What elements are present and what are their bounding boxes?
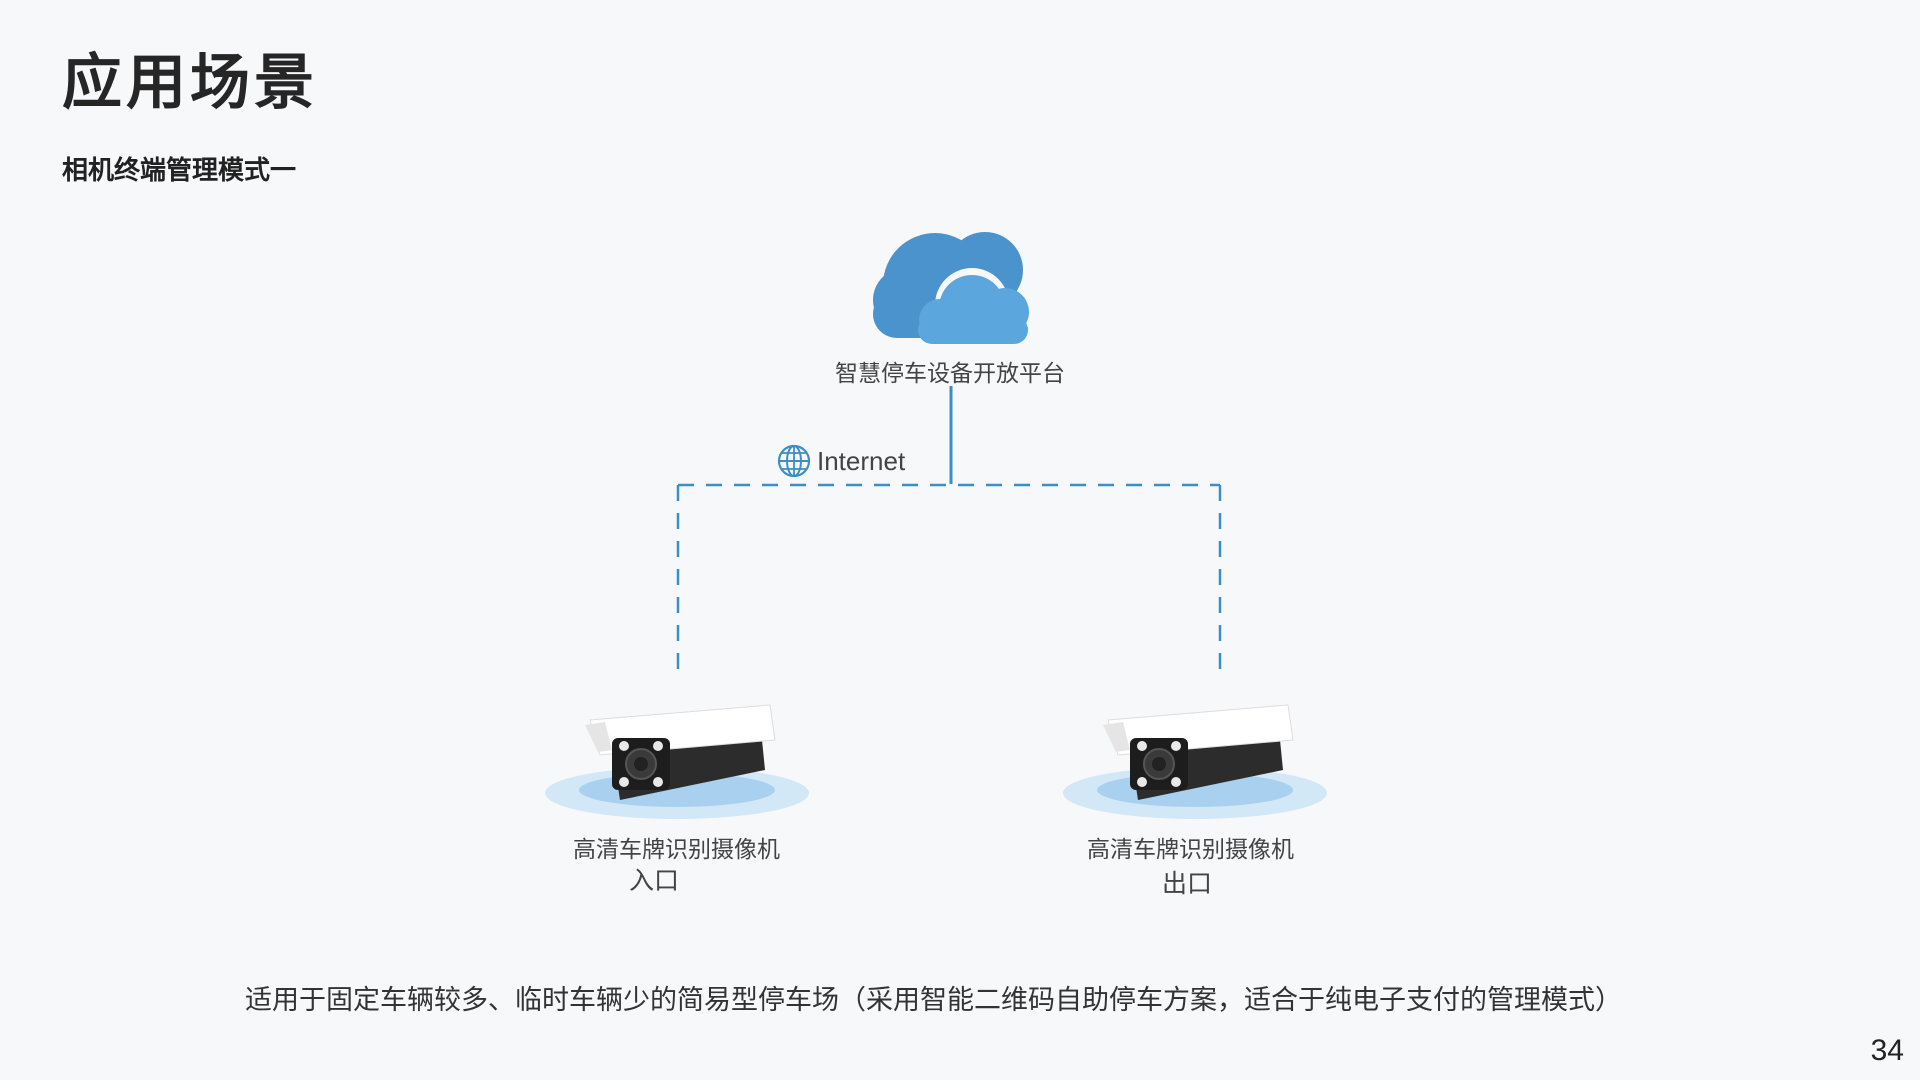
internet-indicator: Internet bbox=[777, 444, 905, 478]
page-number: 34 bbox=[1870, 1034, 1904, 1067]
globe-icon bbox=[777, 444, 811, 478]
cloud-icon bbox=[873, 232, 1029, 344]
camera-position-label: 出口 bbox=[1162, 869, 1213, 898]
internet-label: Internet bbox=[817, 445, 906, 476]
camera-icon bbox=[545, 704, 809, 819]
page-title: 应用场景 bbox=[62, 48, 318, 118]
connection-lines bbox=[676, 386, 1222, 670]
scenario-description: 适用于固定车辆较多、临时车辆少的简易型停车场（采用智能二维码自助停车方案，适合于… bbox=[245, 985, 1622, 1016]
camera-icon bbox=[1063, 704, 1327, 819]
camera-position-label: 入口 bbox=[629, 866, 680, 895]
page-subtitle: 相机终端管理模式一 bbox=[62, 156, 297, 186]
cloud-platform-label: 智慧停车设备开放平台 bbox=[835, 361, 1065, 387]
camera-name-label: 高清车牌识别摄像机 bbox=[1087, 837, 1294, 863]
camera-name-label: 高清车牌识别摄像机 bbox=[573, 837, 780, 863]
